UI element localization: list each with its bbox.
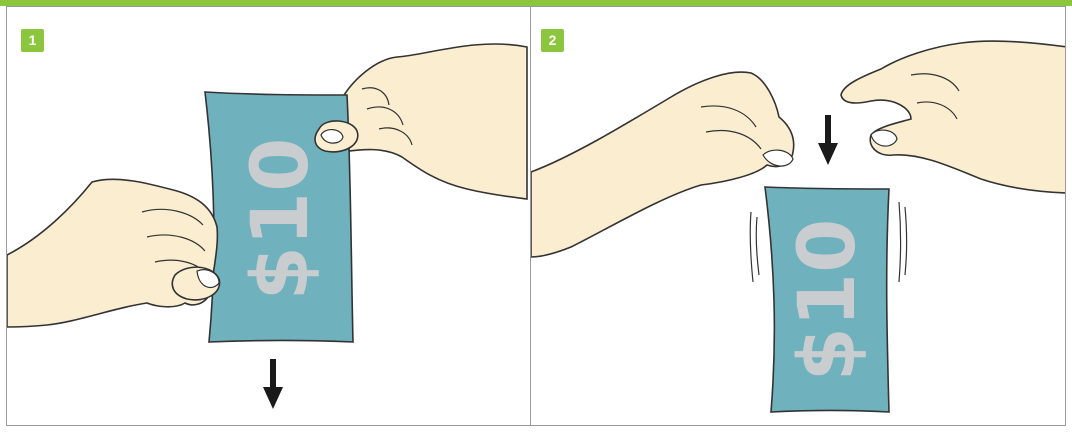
step-panel-2: $10 2 — [530, 6, 1066, 426]
arrow-down-icon — [818, 115, 838, 165]
right-hand-finger-lines — [361, 87, 413, 146]
step-panel-1: $10 1 — [6, 6, 531, 426]
left-thumbnail — [196, 269, 220, 289]
right-thumbnail — [320, 129, 344, 144]
arrow-down-icon — [263, 359, 283, 409]
step-2-artwork: $10 — [531, 40, 1065, 413]
step-number-badge: 1 — [21, 29, 44, 52]
left-thumbnail — [762, 149, 794, 167]
right-hand — [840, 40, 1065, 194]
left-hand — [7, 178, 219, 328]
bill-denomination: $10 — [783, 219, 873, 382]
top-accent-bar — [0, 0, 1072, 6]
step-number-badge: 2 — [541, 29, 564, 52]
bill — [764, 186, 890, 413]
right-hand-finger-lines — [910, 73, 960, 120]
motion-lines — [749, 201, 908, 283]
left-hand-finger-lines — [700, 105, 762, 150]
right-thumbnail — [870, 129, 898, 147]
bill-denomination: $10 — [236, 138, 326, 301]
left-hand — [531, 71, 795, 258]
step-1-artwork: $10 — [7, 43, 528, 409]
